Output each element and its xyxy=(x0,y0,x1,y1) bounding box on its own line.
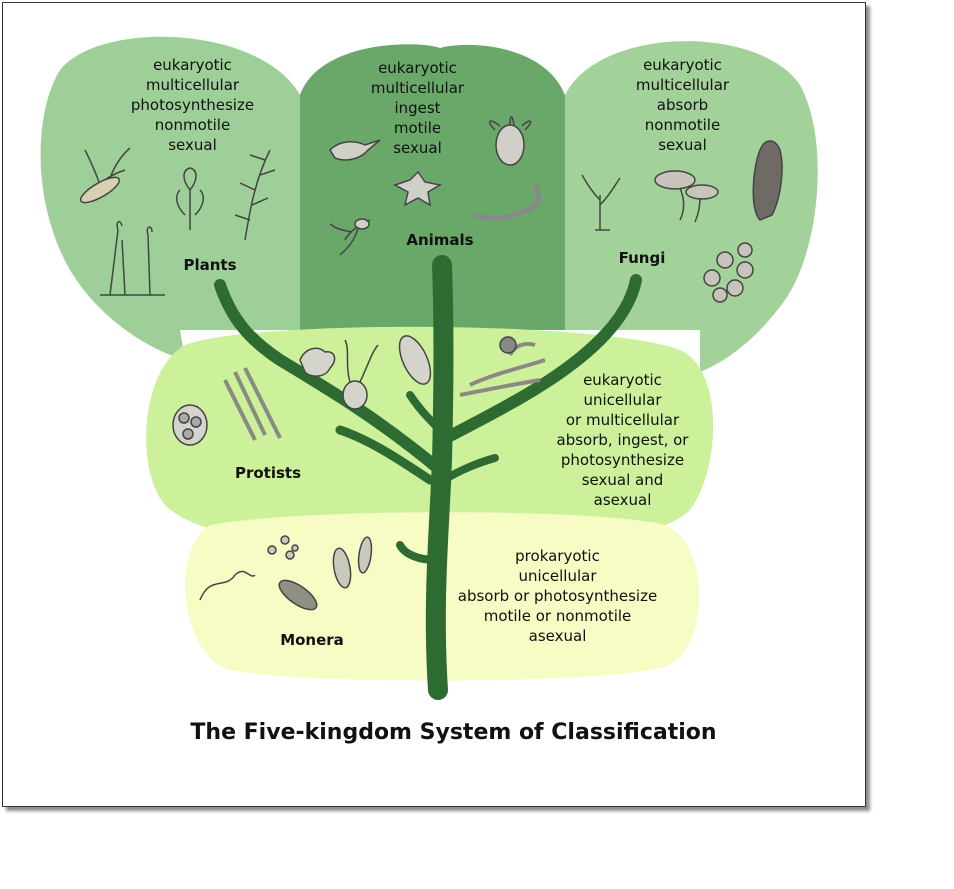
trait-text: multicellular xyxy=(145,76,240,94)
branch-protists-mid xyxy=(406,391,444,434)
trait-text: multicellular xyxy=(635,76,730,94)
plant-sketch-icon xyxy=(79,147,276,296)
tree-trunk xyxy=(425,255,454,700)
trait-text: eukaryotic xyxy=(583,371,662,389)
protists-label: Protists xyxy=(234,464,302,482)
trait-text: multicellular xyxy=(370,79,465,97)
trait-text: nonmotile xyxy=(154,116,231,134)
trait-text: photosynthesize xyxy=(560,451,685,469)
trait-text: eukaryotic xyxy=(378,59,457,77)
branch-fungi xyxy=(436,274,642,446)
trait-text: absorb xyxy=(656,96,709,114)
protists-region xyxy=(146,326,714,548)
branch-protists-left xyxy=(335,425,435,485)
trait-text: eukaryotic xyxy=(643,56,722,74)
trait-text: photosynthesize xyxy=(130,96,255,114)
trait-text: sexual and xyxy=(581,471,664,489)
trait-text: unicellular xyxy=(583,391,662,409)
trait-text: ingest xyxy=(394,99,441,117)
trait-text: unicellular xyxy=(518,567,597,585)
branch-protists-right xyxy=(440,454,499,484)
trait-text: absorb or photosynthesize xyxy=(457,587,658,605)
plants-region xyxy=(40,36,300,361)
fungi-label: Fungi xyxy=(618,249,666,267)
branch-monera xyxy=(396,541,440,564)
trait-text: prokaryotic xyxy=(515,547,600,565)
trait-text: asexual xyxy=(593,491,652,509)
plants-label: Plants xyxy=(183,256,237,274)
trait-text: motile or nonmotile xyxy=(483,607,632,625)
trait-text: sexual xyxy=(658,136,707,154)
phylogenetic-tree xyxy=(214,255,642,700)
diagram-title: The Five-kingdom System of Classificatio… xyxy=(190,720,717,745)
trait-text: asexual xyxy=(528,627,587,645)
trait-text: sexual xyxy=(393,139,442,157)
monera-traits: prokaryotic unicellular absorb or photos… xyxy=(445,546,670,646)
animals-traits: eukaryotic multicellular ingest motile s… xyxy=(355,58,480,158)
bacteria-sketch-icon xyxy=(199,535,373,611)
protist-sketch-icon xyxy=(172,335,546,446)
trait-text: nonmotile xyxy=(644,116,721,134)
branch-plants xyxy=(214,279,446,476)
trait-text: motile xyxy=(393,119,442,137)
monera-label: Monera xyxy=(280,631,344,649)
animal-sketch-icon xyxy=(329,116,541,256)
protists-traits: eukaryotic unicellular or multicellular … xyxy=(540,370,705,510)
plants-traits: eukaryotic multicellular photosynthesize… xyxy=(110,55,275,155)
trait-text: absorb, ingest, or xyxy=(556,431,689,449)
trait-text: sexual xyxy=(168,136,217,154)
trait-text: or multicellular xyxy=(565,411,680,429)
fungi-traits: eukaryotic multicellular absorb nonmotil… xyxy=(620,55,745,155)
animals-label: Animals xyxy=(406,231,474,249)
fungus-sketch-icon xyxy=(581,140,783,303)
trait-text: eukaryotic xyxy=(153,56,232,74)
